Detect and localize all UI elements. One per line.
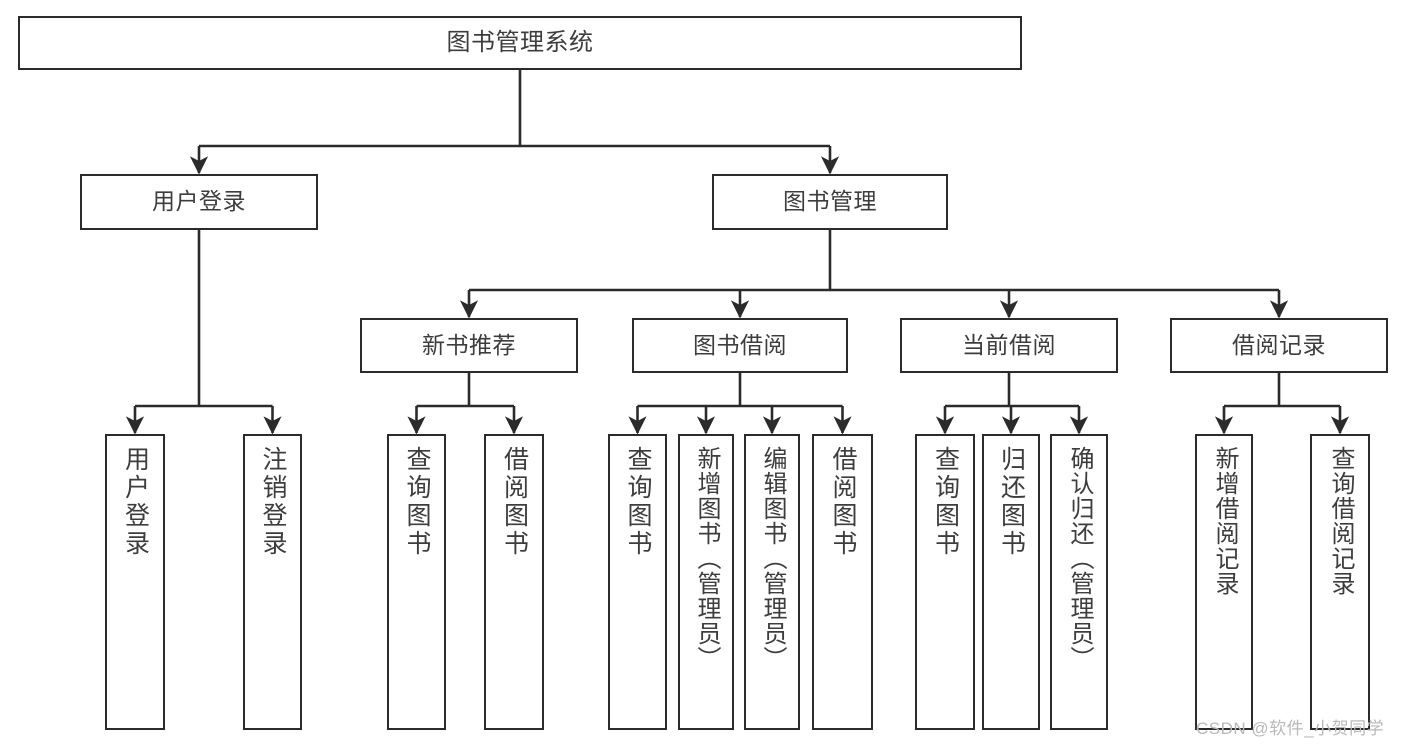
- leaf-edit-book-admin[interactable]: 编辑图书（管理员）: [744, 434, 800, 730]
- node-label: 借阅记录: [1232, 331, 1326, 358]
- node-label: 新增图书（管理员）: [693, 446, 720, 671]
- leaf-query-books-borrow[interactable]: 查询图书: [608, 434, 667, 730]
- csdn-watermark: CSDN @软件_小贺同学: [1196, 719, 1385, 738]
- node-book-borrow[interactable]: 图书借阅: [632, 318, 848, 373]
- node-label: 用户登录: [152, 188, 246, 215]
- node-root[interactable]: 图书管理系统: [18, 16, 1022, 70]
- leaf-query-books-current[interactable]: 查询图书: [915, 434, 975, 730]
- node-book-management[interactable]: 图书管理: [712, 174, 948, 230]
- node-label: 查询图书: [403, 446, 431, 558]
- node-label: 借阅图书: [829, 446, 857, 558]
- node-label: 注销登录: [259, 446, 287, 558]
- leaf-borrow-books[interactable]: 借阅图书: [812, 434, 873, 730]
- node-label: 新书推荐: [422, 331, 516, 358]
- node-label: 图书管理系统: [446, 28, 594, 56]
- leaf-query-borrow-record[interactable]: 查询借阅记录: [1310, 434, 1370, 730]
- node-borrow-records[interactable]: 借阅记录: [1170, 318, 1388, 373]
- node-label: 图书借阅: [693, 331, 787, 358]
- node-new-book-recommend[interactable]: 新书推荐: [360, 318, 578, 373]
- node-label: 借阅图书: [500, 446, 529, 558]
- leaf-add-book-admin[interactable]: 新增图书（管理员）: [678, 434, 734, 730]
- leaf-user-login[interactable]: 用户登录: [105, 434, 165, 730]
- node-label: 新增借阅记录: [1211, 446, 1238, 596]
- node-label: 查询借阅记录: [1327, 446, 1354, 596]
- node-label: 当前借阅: [962, 331, 1056, 358]
- node-label: 图书管理: [783, 188, 877, 215]
- node-current-borrow[interactable]: 当前借阅: [900, 318, 1118, 373]
- node-label: 编辑图书（管理员）: [759, 446, 786, 671]
- leaf-borrow-books-recommend[interactable]: 借阅图书: [484, 434, 544, 730]
- node-label: 查询图书: [624, 446, 652, 558]
- node-label: 查询图书: [931, 446, 960, 558]
- node-label: 用户登录: [121, 446, 150, 558]
- leaf-query-books-recommend[interactable]: 查询图书: [387, 434, 446, 730]
- leaf-logout[interactable]: 注销登录: [243, 434, 302, 730]
- node-label: 归还图书: [997, 446, 1026, 558]
- leaf-confirm-return-admin[interactable]: 确认归还（管理员）: [1050, 434, 1108, 730]
- node-user-login[interactable]: 用户登录: [80, 174, 318, 230]
- leaf-add-borrow-record[interactable]: 新增借阅记录: [1195, 434, 1253, 730]
- node-label: 确认归还（管理员）: [1066, 446, 1093, 671]
- leaf-return-books[interactable]: 归还图书: [982, 434, 1040, 730]
